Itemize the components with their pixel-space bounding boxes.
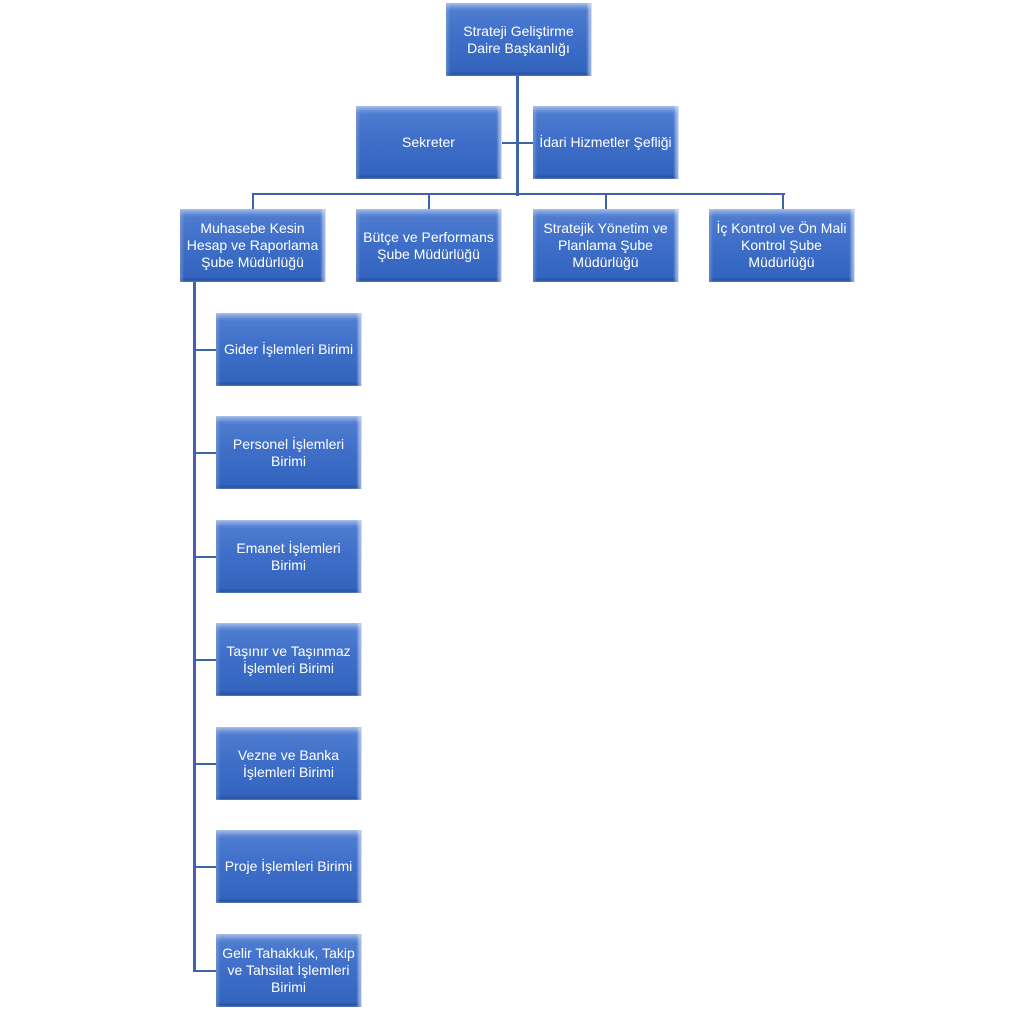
unit-node: Emanet İşlemleri Birimi <box>216 520 362 593</box>
connector-dept-1 <box>252 193 254 209</box>
connector-dept-2 <box>428 193 430 209</box>
department-node-stratejik: Stratejik Yönetim ve Planlama Şube Müdür… <box>533 209 679 282</box>
department-node-muhasebe: Muhasebe Kesin Hesap ve Raporlama Şube M… <box>180 209 326 282</box>
unit-node: Vezne ve Banka İşlemleri Birimi <box>216 727 362 800</box>
unit-node: Gelir Tahakkuk, Takip ve Tahsilat İşleml… <box>216 934 362 1007</box>
connector-assistants <box>502 142 533 144</box>
connector-dept-4 <box>782 193 784 209</box>
connector-unit <box>193 763 216 765</box>
department-node-butce: Bütçe ve Performans Şube Müdürlüğü <box>356 209 502 282</box>
connector-unit <box>193 659 216 661</box>
unit-node: Personel İşlemleri Birimi <box>216 416 362 489</box>
department-node-ic-kontrol: İç Kontrol ve Ön Mali Kontrol Şube Müdür… <box>709 209 855 282</box>
connector-unit <box>193 452 216 454</box>
assistant-node-sekreter: Sekreter <box>356 106 502 179</box>
connector-unit <box>193 970 216 972</box>
assistant-node-idari-hizmetler: İdari Hizmetler Şefliği <box>533 106 679 179</box>
connector-dept-3 <box>605 193 607 209</box>
unit-node: Proje İşlemleri Birimi <box>216 830 362 903</box>
unit-node: Taşınır ve Taşınmaz İşlemleri Birimi <box>216 623 362 696</box>
connector-unit <box>193 866 216 868</box>
connector-unit <box>193 349 216 351</box>
connector-unit <box>193 556 216 558</box>
connector-root-trunk <box>516 75 519 196</box>
unit-node: Gider İşlemleri Birimi <box>216 313 362 386</box>
connector-departments-bar <box>252 193 785 195</box>
root-node: Strateji Geliştirme Daire Başkanlığı <box>446 3 592 76</box>
connector-units-trunk <box>193 282 196 971</box>
